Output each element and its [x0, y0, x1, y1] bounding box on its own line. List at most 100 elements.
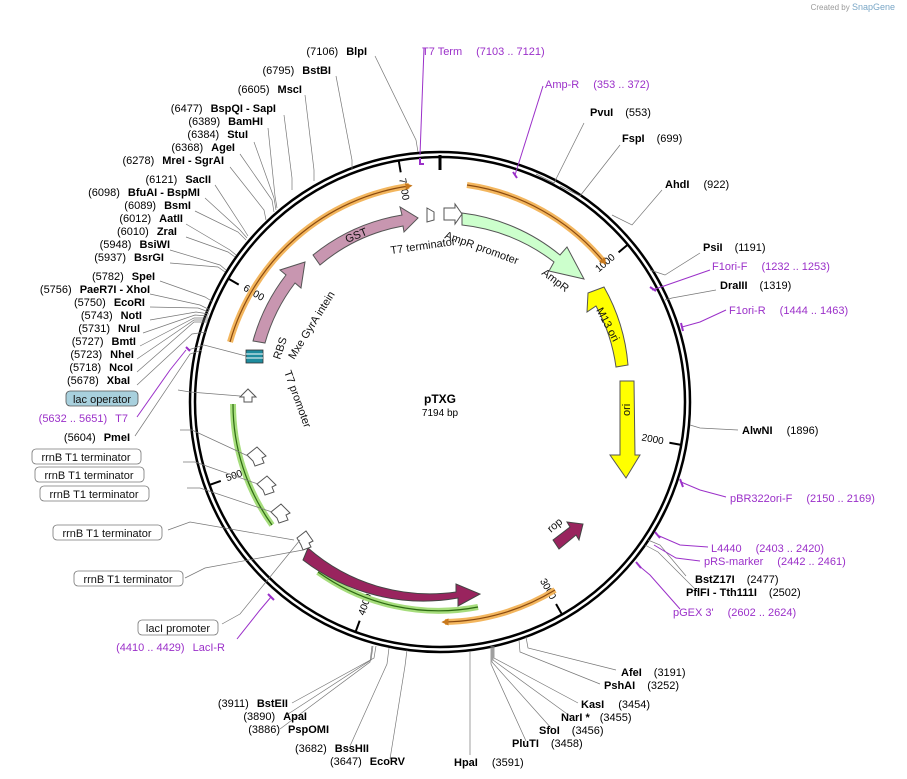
snapgene-logo: SnapGene	[851, 2, 895, 12]
enzyme-position: (5948)	[100, 239, 132, 251]
svg-text:(5604)PmeI: (5604) PmeI	[64, 432, 130, 444]
svg-text:AhdI(922): AhdI(922)	[665, 179, 729, 191]
rrnb-terminator-label: rrnB T1 terminator	[44, 470, 133, 482]
svg-text:AfeI(3191): AfeI(3191)	[621, 667, 686, 679]
rbs-label: RBS	[271, 336, 289, 361]
tick-mark	[354, 620, 361, 633]
svg-text:NarI *(3455): NarI *(3455)	[561, 712, 632, 724]
lac-operator-box: lac operator	[65, 390, 139, 407]
enzyme-name: ZraI	[157, 226, 177, 238]
plasmid-name: pTXG	[424, 392, 456, 406]
enzyme-position: (5604)	[64, 432, 96, 444]
enzyme-name: SpeI	[132, 271, 155, 283]
svg-text:(5727)BmtI: (5727)BmtI	[72, 336, 136, 348]
enzyme-name: NotI	[121, 310, 142, 322]
svg-text:(5678)XbaI: (5678)XbaI	[67, 375, 130, 387]
enzyme-name: BstEII	[257, 698, 288, 710]
enzyme-name: MreI - SgrAI	[162, 155, 224, 167]
enzyme-name: PspOMI	[288, 724, 329, 736]
enzyme-position: (3886)	[248, 724, 280, 736]
laci-promoter-box: lacI promoter	[137, 619, 219, 636]
svg-text:(5718)NcoI: (5718)NcoI	[69, 362, 133, 374]
svg-text:(5632 .. 5651)T7: (5632 .. 5651)T7	[39, 413, 128, 425]
intein-arrow	[252, 261, 306, 344]
primer-name: F1ori-R	[729, 305, 766, 317]
enzyme-position: (6795)	[262, 65, 294, 77]
tick-mark	[209, 479, 222, 486]
rrnb-terminator-box: rrnB T1 terminator	[34, 466, 145, 483]
enzyme-position: (6368)	[171, 142, 203, 154]
enzyme-position: (5718)	[69, 362, 101, 374]
tick-mark	[669, 441, 682, 446]
svg-text:PflFI - Tth111I(2502): PflFI - Tth111I (2502)	[686, 587, 801, 599]
enzyme-name: PsiI	[703, 242, 723, 254]
svg-text:(6012)AatII: (6012)AatII	[119, 213, 183, 225]
enzyme-name: StuI	[227, 129, 248, 141]
enzyme-position: (6089)	[124, 200, 156, 212]
primer-range: (2403 .. 2420)	[756, 543, 825, 555]
enzyme-labels-right: PvuI(553) FspI(699) AhdI(922) PsiI(1191)…	[454, 107, 818, 769]
svg-text:PvuI(553): PvuI(553)	[590, 107, 651, 119]
primer-marks	[136, 47, 727, 640]
ori-arrow	[609, 380, 641, 479]
svg-text:(5782)SpeI: (5782)SpeI	[92, 271, 155, 283]
backbone	[188, 150, 692, 654]
intein-label: Mxe GyrA intein	[286, 289, 337, 361]
enzyme-name: ApaI	[283, 711, 307, 723]
primer-range: (5632 .. 5651)	[39, 413, 108, 425]
enzyme-position: (2502)	[769, 587, 801, 599]
laci-promoter-label: lacI promoter	[146, 623, 211, 635]
enzyme-name: AgeI	[211, 142, 235, 154]
t7-promoter-label: T7 promoter	[281, 369, 313, 430]
svg-text:(5743)NotI: (5743) NotI	[81, 310, 142, 322]
primer-range: (4410 .. 4429)	[116, 642, 185, 654]
enzyme-name: BfuAI - BspMI	[128, 187, 200, 199]
enzyme-position: (5723)	[70, 349, 102, 361]
enzyme-position: (3455)	[600, 712, 632, 724]
svg-text:HpaI(3591): HpaI(3591)	[454, 757, 524, 769]
enzyme-name: DraIII	[720, 280, 748, 292]
enzyme-position: (3456)	[572, 725, 604, 737]
enzyme-name: KasI	[581, 699, 604, 711]
svg-text:(3647)EcoRV: (3647)EcoRV	[330, 756, 406, 768]
svg-text:pRS-marker(2442 .. 2461): pRS-marker(2442 .. 2461)	[704, 556, 846, 568]
svg-text:(6368)AgeI: (6368) AgeI	[171, 142, 235, 154]
enzyme-position: (2477)	[747, 574, 779, 586]
svg-text:(6278)MreI - SgrAI: (6278)MreI - SgrAI	[122, 155, 224, 167]
enzyme-name: PvuI	[590, 107, 613, 119]
rrnb-terminator-box: rrnB T1 terminator	[52, 524, 163, 541]
enzyme-position: (5743)	[81, 310, 113, 322]
tick-mark	[555, 603, 563, 615]
primer-name: pRS-marker	[704, 556, 764, 568]
svg-text:(6121)SacII: (6121)SacII	[146, 174, 211, 186]
enzyme-position: (5756)	[40, 284, 72, 296]
svg-text:(3886)PspOMI: (3886) PspOMI	[248, 724, 329, 736]
svg-text:(6098)BfuAI - BspMI: (6098)BfuAI - BspMI	[88, 187, 200, 199]
enzyme-name: EcoRV	[370, 756, 406, 768]
primer-range: (7103 .. 7121)	[476, 46, 545, 58]
svg-text:(3890)ApaI: (3890)ApaI	[243, 711, 307, 723]
svg-text:BstZ17I(2477): BstZ17I(2477)	[695, 574, 779, 586]
svg-text:Amp-R(353 .. 372): Amp-R(353 .. 372)	[545, 79, 650, 91]
primer-name: pBR322ori-F	[730, 493, 793, 505]
svg-text:(5948)BsiWI: (5948)BsiWI	[100, 239, 170, 251]
leader-lines	[134, 55, 739, 760]
enzyme-position: (6477)	[171, 103, 203, 115]
svg-text:L4440(2403 .. 2420): L4440(2403 .. 2420)	[711, 543, 824, 555]
enzyme-position: (5731)	[78, 323, 110, 335]
svg-text:(5731)NruI: (5731) NruI	[78, 323, 140, 335]
enzyme-position: (1191)	[735, 242, 766, 254]
enzyme-name: PmeI	[104, 432, 130, 444]
enzyme-name: MscI	[278, 84, 302, 96]
rbs-marker	[245, 349, 264, 364]
rrnb-terminator-label: rrnB T1 terminator	[62, 528, 151, 540]
enzyme-name: NruI	[118, 323, 140, 335]
enzyme-name: PaeR7I - XhoI	[80, 284, 150, 296]
enzyme-name: HpaI	[454, 757, 478, 769]
rrnb-terminator-label: rrnB T1 terminator	[41, 452, 130, 464]
enzyme-name: PflFI - Tth111I	[686, 587, 757, 599]
rrnb-terminator-glyphs	[238, 388, 314, 551]
enzyme-name: BstBI	[302, 65, 331, 77]
enzyme-name: PluTI	[512, 738, 539, 750]
